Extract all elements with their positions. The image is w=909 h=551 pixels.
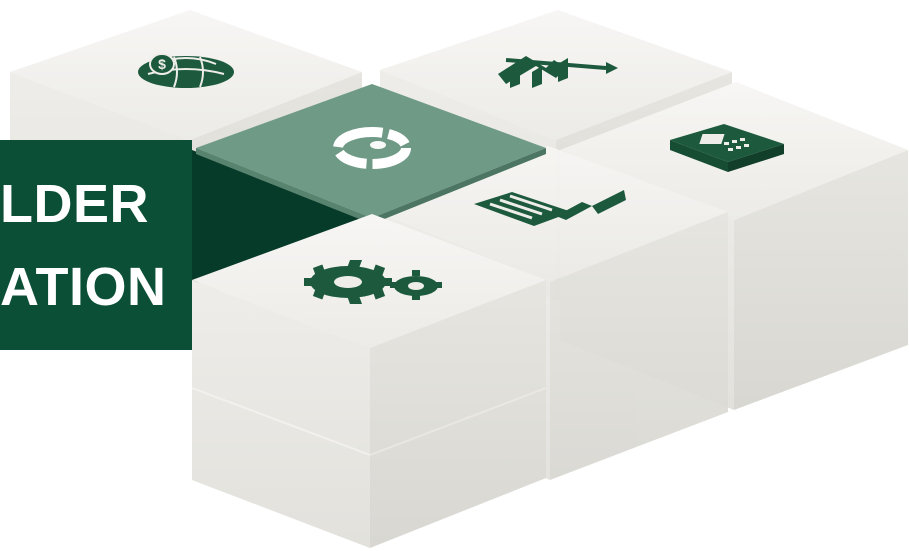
banner-line-2: ATION bbox=[0, 257, 166, 317]
cube-front-left bbox=[191, 214, 547, 548]
chart-trend-icon bbox=[498, 56, 618, 88]
globe-dollar-icon: $ bbox=[138, 53, 234, 88]
banner-line-1: LDER bbox=[0, 174, 149, 234]
gears-icon bbox=[304, 260, 442, 304]
cash-register-icon bbox=[670, 124, 784, 172]
title-banner: LDER ATION bbox=[0, 140, 372, 350]
svg-text:$: $ bbox=[158, 56, 166, 72]
pie-chart-icon bbox=[333, 127, 411, 169]
document-pen-icon bbox=[474, 190, 626, 226]
highlight-tile bbox=[196, 84, 546, 224]
